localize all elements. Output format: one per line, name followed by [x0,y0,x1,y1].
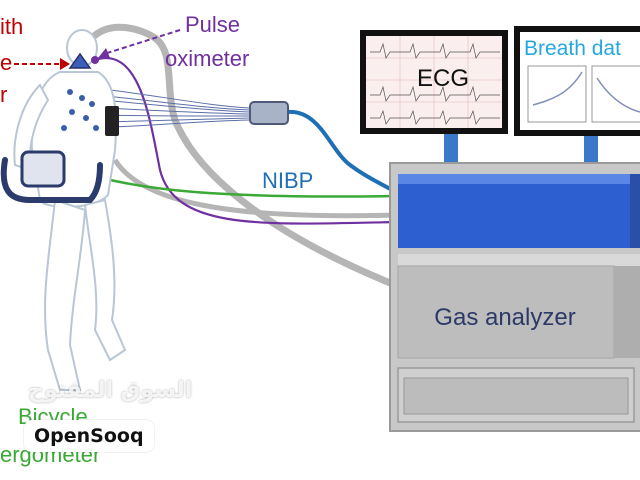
subject-figure [13,29,127,391]
opensooq-logo: OpenSooq [24,420,154,452]
left-clipped-labels: ith e r [0,14,23,107]
ecg-electrodes [61,89,99,131]
analyzer-cart: Gas analyzer [389,162,640,432]
face-mask-icon [68,52,92,69]
ecg-monitor: ECG [360,30,508,134]
monitor-unit [398,184,630,248]
red-arrow [14,58,70,70]
pulse-oximeter-sensor-icon [91,56,99,64]
left-label-line3: r [0,82,7,107]
breath-graph-1 [527,65,587,123]
breath-graph-2 [591,65,640,123]
breath-data-label: Breath dat [524,37,621,60]
breath-data-monitor: Breath dat [514,26,640,136]
pulse-label-line2: oximeter [165,46,249,71]
leg-back [83,198,127,362]
ecg-trunk-cable [287,109,397,194]
ecg-label: ECG [417,65,469,92]
ergometer-handlebar [0,150,103,203]
nibp-label: NIBP [262,168,313,193]
gas-analyzer-label: Gas analyzer [434,304,575,331]
pulse-label-line1: Pulse [185,12,240,37]
pulse-oximeter-cable [94,57,396,225]
leg-front [44,198,87,391]
monitor-unit-top [398,174,640,186]
gas-analyzer-top [398,254,640,268]
purple-arrow [98,29,181,58]
ergometer-cable [112,158,396,219]
breath-monitor-stand [584,136,598,164]
gas-analyzer-box [397,265,615,359]
ecg-transmitter [105,106,119,136]
ecg-amplifier-box [249,101,289,125]
ergometer-display [20,150,66,188]
left-label-line1: ith [0,14,23,39]
watermark-arabic-text: السوق المفتوح [28,378,193,403]
ecg-monitor-stand [444,134,458,164]
left-label-line2: e [0,50,12,75]
